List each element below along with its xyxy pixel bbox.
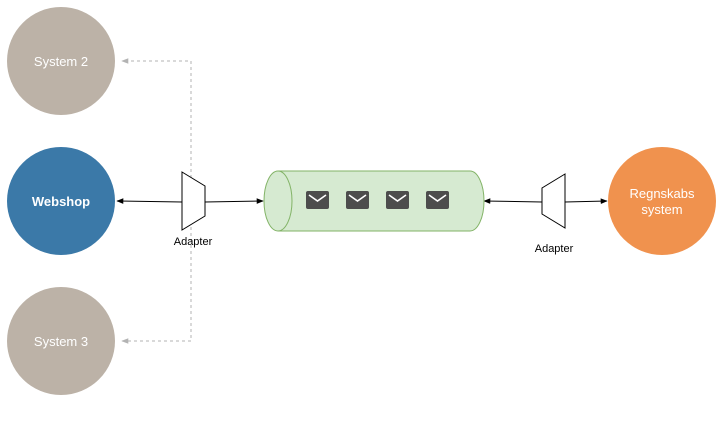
adapter-left-label: Adapter [174,236,213,248]
connector-adapter-queue [204,198,264,204]
system3-label: System 3 [34,334,88,349]
regnskabs-label-line2: system [641,202,682,217]
adapter-left[interactable]: Adapter [174,171,213,248]
system2-label: System 2 [34,54,88,69]
adapter-right-label: Adapter [535,243,574,255]
regnskabs-label-line1: Regnskabs [629,186,695,201]
message-envelope-icon-2 [346,191,369,209]
regnskabs-node[interactable]: Regnskabs system [608,147,716,255]
message-envelope-icon-3 [386,191,409,209]
system2-node[interactable]: System 2 [7,7,115,115]
connector-adapter-regnskabs [564,198,608,204]
webshop-label: Webshop [32,194,90,209]
connector-adapter-system2 [121,58,192,190]
connector-adapter-system3 [121,215,192,344]
message-queue[interactable] [263,170,485,232]
connector-webshop-adapter [116,198,183,204]
message-envelope-icon-4 [426,191,449,209]
queue-end-cap [277,170,293,232]
webshop-node[interactable]: Webshop [7,147,115,255]
system3-node[interactable]: System 3 [7,287,115,395]
message-envelope-icon-1 [306,191,329,209]
connector-queue-adapter [483,198,543,204]
adapter-right[interactable]: Adapter [535,173,574,255]
queue-body [263,170,485,232]
